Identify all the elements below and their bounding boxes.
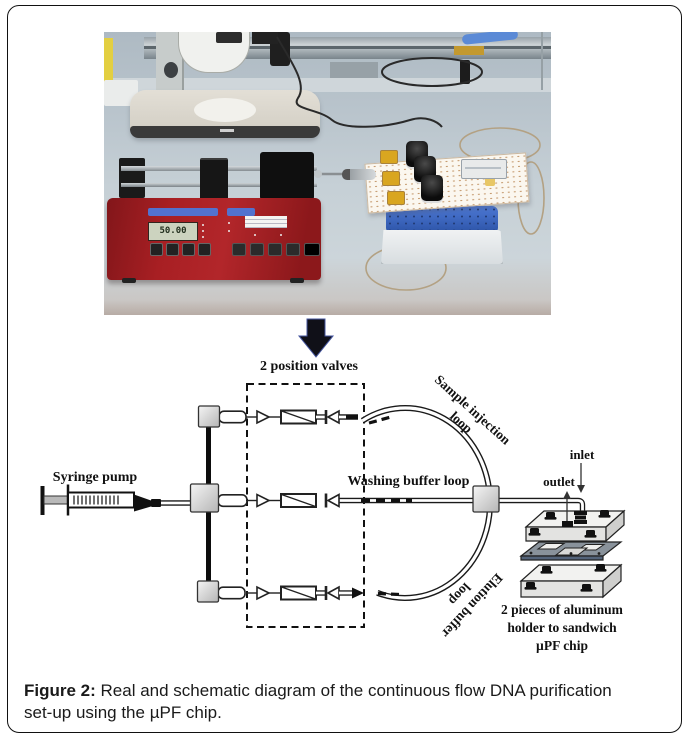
amber-fitting — [387, 191, 405, 205]
label-outlet: outlet — [543, 474, 575, 489]
check-valve-right-icon — [256, 409, 271, 425]
pump-clamp-block — [260, 152, 314, 200]
cable-coil — [381, 57, 483, 87]
valve-row-top — [246, 409, 358, 425]
label-syringe-pump: Syringe pump — [52, 470, 138, 485]
junction-bottom — [196, 580, 220, 603]
syringe — [40, 484, 161, 516]
wall-corner — [541, 32, 543, 90]
outlet-arrowhead — [563, 491, 571, 499]
valve-row-middle — [246, 493, 340, 508]
top-plate-bolts — [528, 510, 611, 538]
top-plate-side — [605, 509, 625, 543]
white-box — [381, 230, 503, 264]
junction-port — [218, 410, 247, 424]
pump-foot — [122, 278, 136, 283]
rail-block — [330, 62, 378, 78]
pump-sticker — [245, 216, 287, 228]
check-valve-left-icon — [326, 585, 340, 601]
flow-arrows — [563, 463, 585, 521]
label-2-position-valves: 2 position valves — [259, 359, 358, 374]
down-arrow — [297, 318, 335, 358]
label-washing-buffer-loop: Washing buffer loop — [347, 474, 470, 489]
microscope-brand-label — [220, 129, 234, 132]
upf-chip-edge — [520, 555, 604, 561]
microscope-eyepiece — [216, 32, 242, 43]
chip-slot-center — [554, 547, 589, 556]
microscope-base-rim — [130, 126, 320, 138]
chip-dots — [529, 551, 601, 555]
metal-fitting — [342, 169, 376, 180]
valve-enclosure-dashed-box — [246, 383, 365, 628]
pump-buttons-left — [150, 243, 211, 256]
chip-on-board — [461, 159, 507, 179]
microscope-stage — [194, 98, 256, 122]
inlet-arrowhead — [577, 485, 585, 493]
check-valve-left-icon — [326, 493, 340, 508]
chip-detail — [465, 167, 501, 169]
pump-buttons-right — [232, 243, 320, 256]
rail-slot — [144, 46, 551, 49]
bench-edge-band — [104, 78, 551, 92]
focus-knob — [164, 62, 178, 78]
check-valve-right-icon — [256, 493, 271, 508]
caption-text-line1: Real and schematic diagram of the contin… — [95, 681, 612, 700]
pump-pusher-block — [200, 158, 228, 200]
pump-label-strip — [148, 208, 218, 216]
check-valve-right-icon — [256, 585, 271, 601]
caption-text-line2: set-up using the µPF chip. — [24, 703, 222, 722]
valve-knob — [421, 175, 443, 201]
check-valve-left-icon — [326, 409, 340, 425]
pump-display: 50.00 — [148, 222, 198, 241]
chip-assembly — [519, 509, 626, 599]
pump-knob — [314, 170, 322, 178]
bottom-plate-side — [602, 563, 622, 599]
lab-photo: 50.00 — [104, 32, 551, 315]
pump-left-bracket — [119, 158, 145, 198]
flow-arrowhead — [352, 587, 364, 599]
figure-border — [7, 5, 682, 733]
junction-port — [217, 493, 248, 508]
figure-caption: Figure 2: Real and schematic diagram of … — [24, 680, 676, 724]
junction-middle — [189, 483, 220, 513]
pump-indicator-leds — [202, 224, 204, 226]
power-cable — [276, 36, 443, 128]
chip-slot — [536, 543, 566, 550]
junction-top — [197, 405, 221, 428]
elution-loop-dashes — [377, 591, 401, 597]
pump-label-strip — [227, 208, 255, 216]
label-aluminum-holder: 2 pieces of aluminum holder to sandwich … — [501, 602, 623, 653]
amber-fitting — [382, 171, 400, 186]
rail-knob — [460, 60, 470, 84]
yellow-object — [104, 38, 113, 100]
rail-fitting — [454, 46, 484, 55]
power-adapter — [252, 32, 278, 44]
label-inlet: inlet — [569, 447, 595, 462]
pump-foot — [290, 278, 304, 283]
bench-shadow — [104, 300, 551, 315]
valve-row-bottom — [246, 585, 364, 601]
amber-fitting — [380, 150, 398, 164]
caption-number: Figure 2: — [24, 681, 96, 700]
junction-port — [217, 586, 246, 600]
sample-loop-dashes — [368, 415, 392, 425]
junction-right — [472, 485, 500, 513]
syringe-graduations — [73, 495, 119, 505]
amber-fitting-small — [485, 176, 495, 186]
